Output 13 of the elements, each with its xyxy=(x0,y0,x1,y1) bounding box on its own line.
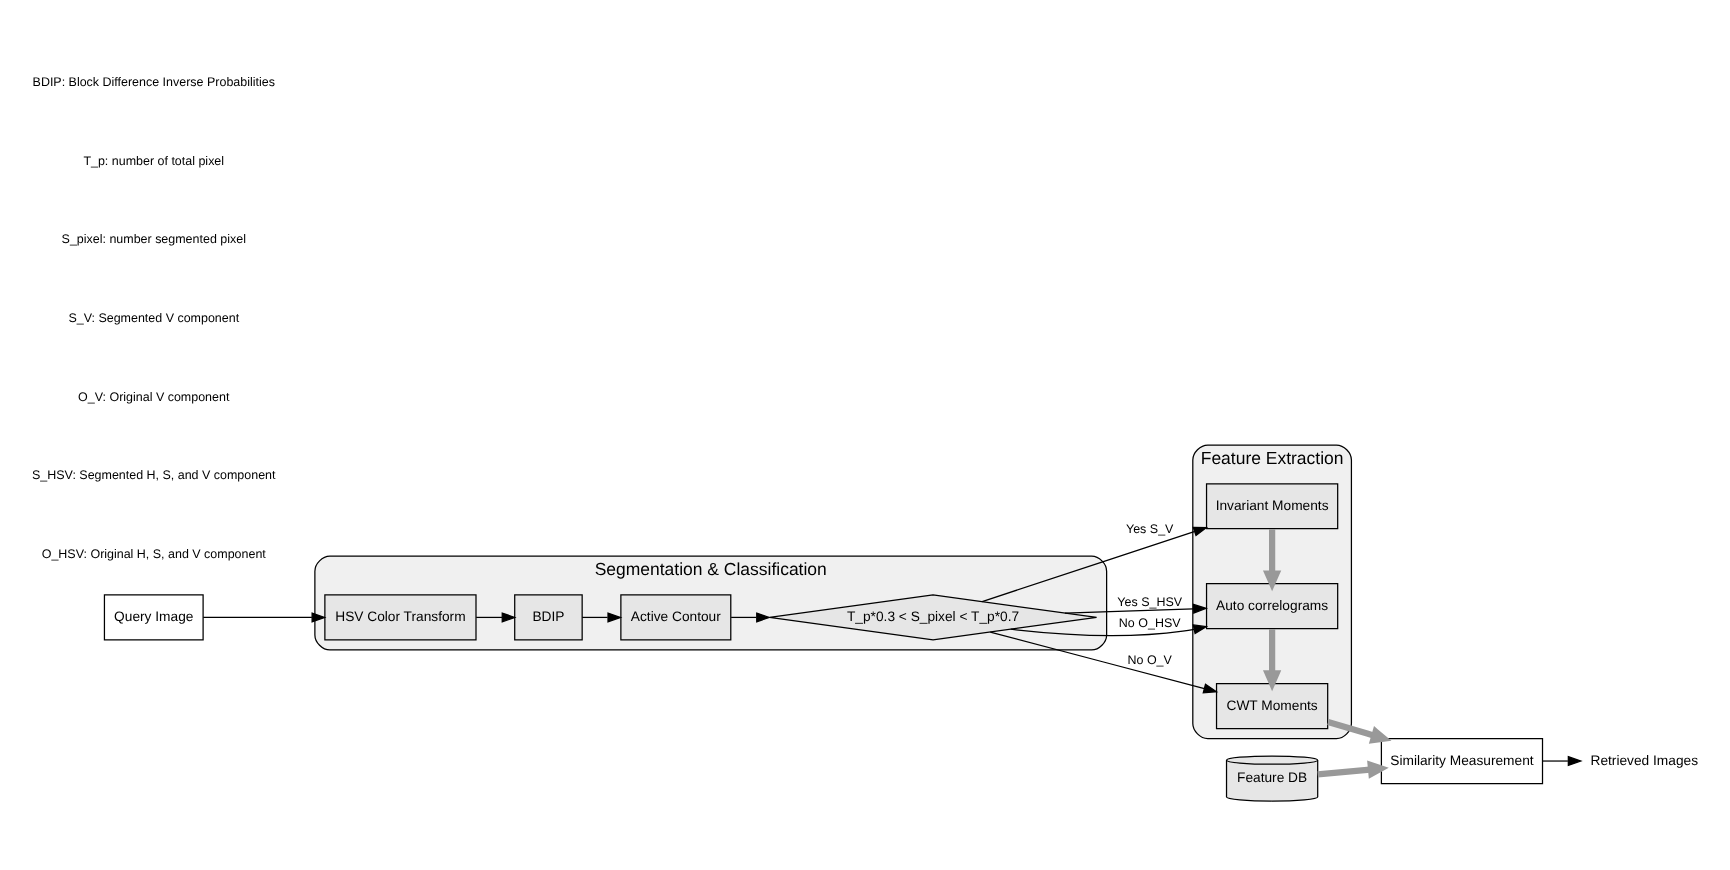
arrow xyxy=(1262,628,1282,691)
arrow xyxy=(1317,759,1389,778)
arrow xyxy=(1064,602,1209,613)
arrow xyxy=(981,525,1209,602)
arrow xyxy=(1542,754,1583,766)
arrow xyxy=(581,611,623,622)
arrow xyxy=(475,611,517,622)
arrow xyxy=(202,611,327,622)
arrow xyxy=(1010,623,1209,636)
arrow xyxy=(1327,718,1392,743)
arrow xyxy=(1262,528,1282,591)
arrow xyxy=(989,630,1219,693)
arrow xyxy=(730,611,772,622)
